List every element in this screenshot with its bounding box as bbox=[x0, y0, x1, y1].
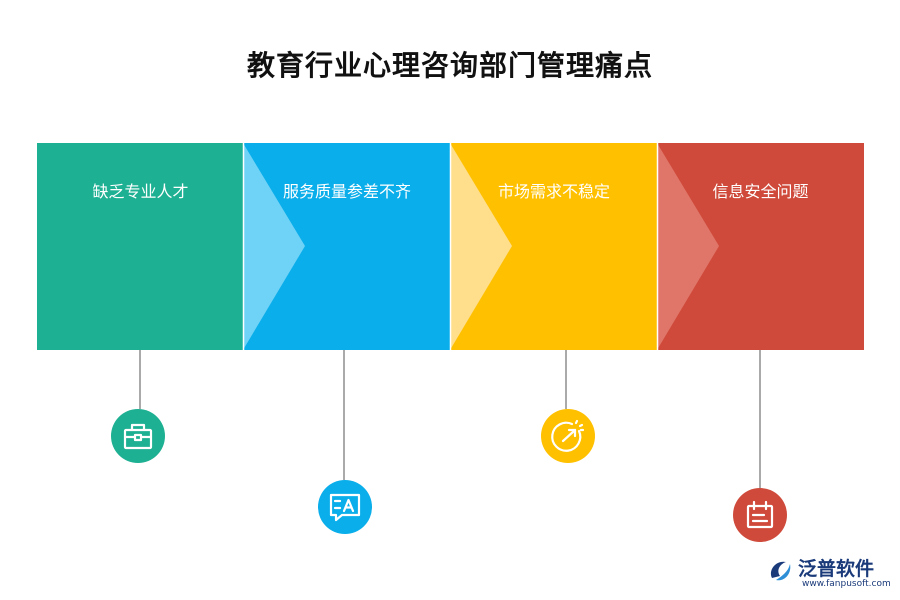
step-label-1: 缺乏专业人才 bbox=[92, 182, 189, 201]
step-arrow-3 bbox=[657, 143, 719, 350]
calendar-icon bbox=[733, 488, 787, 542]
page-title: 教育行业心理咨询部门管理痛点 bbox=[246, 49, 653, 82]
message-icon bbox=[318, 480, 372, 534]
step-arrow-2 bbox=[450, 143, 512, 350]
briefcase-icon bbox=[111, 409, 165, 463]
step-label-3: 市场需求不稳定 bbox=[497, 182, 610, 201]
step-box-1 bbox=[37, 143, 244, 350]
brand-logo: 泛普软件 www.fanpusoft.com bbox=[766, 552, 896, 596]
step-label-4: 信息安全问题 bbox=[712, 182, 809, 201]
logo-mark-icon bbox=[770, 561, 791, 581]
logo-url: www.fanpusoft.com bbox=[802, 579, 891, 589]
step-arrow-1 bbox=[243, 143, 305, 350]
step-label-2: 服务质量参差不齐 bbox=[282, 182, 411, 201]
logo-name: 泛普软件 bbox=[798, 558, 875, 580]
gauge-icon bbox=[541, 409, 595, 463]
